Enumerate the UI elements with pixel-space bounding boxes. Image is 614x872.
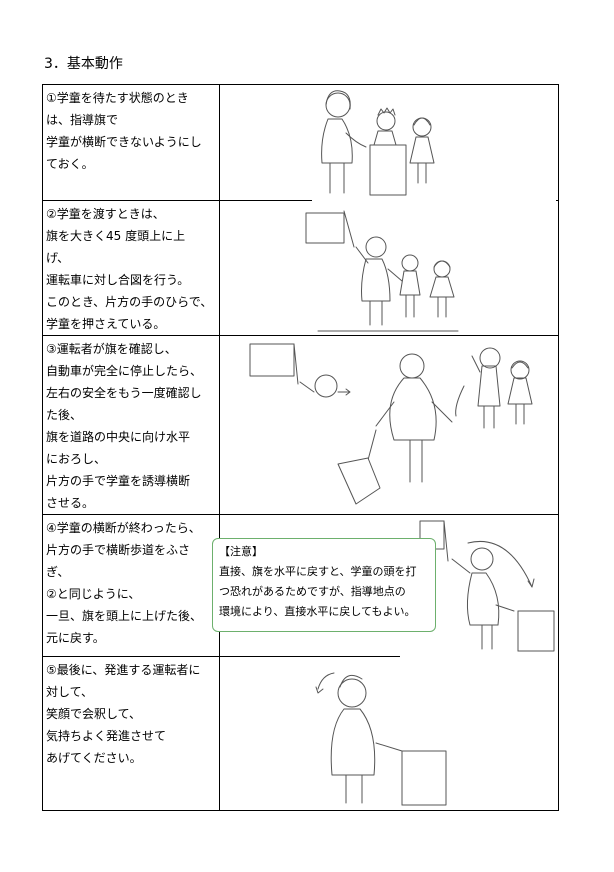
step-description: ③運転者が旗を確認し、 自動車が完全に停止したら、 左右の安全をもう一度確認し … — [42, 335, 220, 515]
step-line: ④学童の横断が終わったら、 — [46, 521, 201, 535]
step-line: 旗を大きく45 度頭上に上 — [46, 229, 186, 243]
step-line: ⑤最後に、発進する運転者に — [46, 663, 201, 677]
step-illustration — [219, 84, 559, 202]
step-line: ②と同じように、 — [46, 587, 141, 601]
step-line: 一旦、旗を頭上に上げた後、 — [46, 609, 203, 623]
step-line: 運転車に対し合図を行う。 — [46, 273, 190, 287]
note-line: つ恐れがあるためですが、指導地点の — [219, 585, 406, 598]
note-line: 直接、旗を水平に戻すと、学童の頭を打 — [219, 565, 417, 578]
step-line: た後、 — [46, 408, 83, 422]
step-line: ①学童を待たす状態のとき — [46, 91, 189, 105]
step-line: ②学童を渡すときは、 — [46, 207, 165, 221]
step-line: あげてください。 — [46, 751, 142, 765]
step-description: ⑤最後に、発進する運転者に 対して、 笑顔で会釈して、 気持ちよく発進させて あ… — [42, 656, 220, 811]
step-line: におろし、 — [46, 452, 107, 466]
step-line: 学童を押さえている。 — [46, 317, 166, 331]
step-line: ぎ、 — [46, 565, 70, 579]
step-line: 旗を道路の中央に向け水平 — [46, 430, 191, 444]
step-line: 自動車が完全に停止したら、 — [46, 364, 203, 378]
step-line: げ、 — [46, 251, 70, 265]
step-description: ①学童を待たす状態のとき は、指導旗で 学童が横断できないようにし ておく。 — [42, 84, 220, 201]
step-line: このとき、片方の手のひらで、 — [46, 295, 213, 309]
step-line: 片方の手で学童を誘導横断 — [46, 474, 191, 488]
step-line: ③運転者が旗を確認し、 — [46, 342, 177, 356]
step-illustration — [219, 335, 559, 515]
step-line: 元に戻す。 — [46, 631, 105, 645]
caution-note: 【注意】 直接、旗を水平に戻すと、学童の頭を打 つ恐れがあるためですが、指導地点… — [212, 538, 436, 632]
step-row: ⑤最後に、発進する運転者に 対して、 笑顔で会釈して、 気持ちよく発進させて あ… — [42, 656, 559, 811]
step-line: 片方の手で横断歩道をふさ — [46, 543, 191, 557]
step-line: 気持ちよく発進させて — [46, 729, 167, 743]
step-row: ④学童の横断が終わったら、 片方の手で横断歩道をふさ ぎ、 ②と同じように、 一… — [42, 514, 559, 658]
step-row: ③運転者が旗を確認し、 自動車が完全に停止したら、 左右の安全をもう一度確認し … — [42, 335, 559, 515]
guard-blocking-children-illustration-icon — [312, 90, 556, 202]
step-row: ②学童を渡すときは、 旗を大きく45 度頭上に上 げ、 運転車に対し合図を行う。… — [42, 200, 559, 336]
step-description: ④学童の横断が終わったら、 片方の手で横断歩道をふさ ぎ、 ②と同じように、 一… — [42, 514, 220, 657]
step-line: ておく。 — [46, 157, 94, 171]
guard-lowering-flag-illustration-icon — [249, 343, 533, 505]
step-line: は、指導旗で — [46, 113, 119, 127]
step-line: 左右の安全をもう一度確認し — [46, 386, 202, 400]
guard-raising-flag-illustration-icon — [305, 210, 459, 332]
step-description: ②学童を渡すときは、 旗を大きく45 度頭上に上 げ、 運転車に対し合図を行う。… — [42, 200, 220, 336]
step-illustration — [219, 200, 559, 336]
step-illustration — [219, 656, 559, 811]
step-line: 笑顔で会釈して、 — [46, 707, 142, 721]
section-heading: 3．基本動作 — [44, 56, 123, 72]
step-line: させる。 — [46, 496, 95, 510]
note-title: 【注意】 — [219, 545, 263, 558]
guard-bowing-illustration-icon — [315, 672, 447, 806]
step-row: ①学童を待たす状態のとき は、指導旗で 学童が横断できないようにし ておく。 — [42, 84, 559, 202]
step-line: 対して、 — [46, 685, 94, 699]
note-line: 環境により、直接水平に戻してもよい。 — [219, 605, 416, 618]
basic-actions-table: ①学童を待たす状態のとき は、指導旗で 学童が横断できないようにし ておく。 — [42, 84, 559, 811]
step-line: 学童が横断できないようにし — [46, 135, 202, 149]
